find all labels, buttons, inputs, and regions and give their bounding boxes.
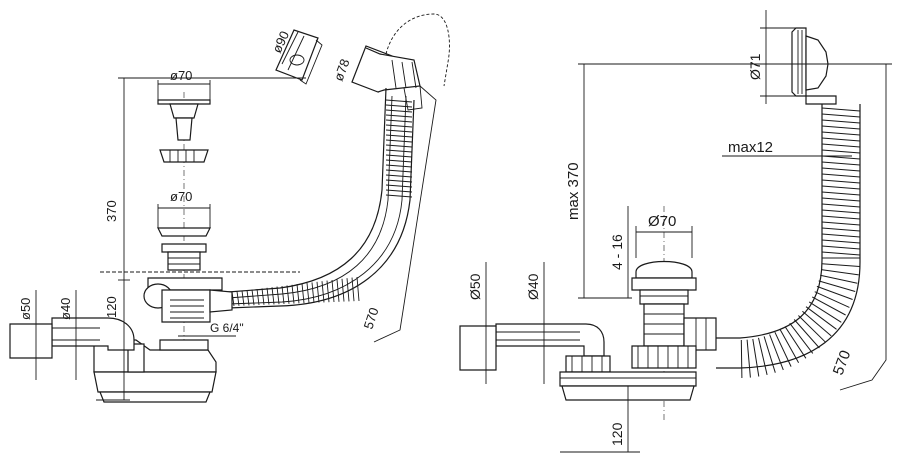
dim-max370: max 370 — [565, 162, 582, 220]
right-hose — [716, 104, 861, 379]
dim-d78: ø78 — [331, 57, 353, 83]
dim-370-left: 370 — [104, 200, 119, 222]
plug-assembled — [100, 227, 300, 273]
dim-570-left: 570 — [361, 306, 382, 331]
overflow-cap-side — [791, 27, 837, 105]
dim-d70-top: ø70 — [170, 68, 192, 83]
left-trap — [9, 277, 233, 403]
dim-d40-right: Ø40 — [525, 273, 541, 300]
dim-570-right: 570 — [830, 348, 855, 377]
dim-d70-right: Ø70 — [648, 213, 676, 230]
dim-4-16: 4 - 16 — [609, 234, 625, 270]
dim-d50-right: Ø50 — [467, 273, 483, 300]
right-plug-body — [631, 260, 717, 369]
dim-thread: G 6/4" — [210, 321, 244, 335]
right-dimensions: Ø71 max 370 max12 Ø70 4 - 16 Ø50 Ø40 570… — [467, 10, 892, 453]
dim-120-left: 120 — [104, 296, 119, 318]
overflow-cover-plate — [275, 29, 323, 85]
dim-120-right: 120 — [609, 422, 625, 446]
left-view: ø70 ø70 370 120 ø50 ø40 G 6/4" ø90 ø78 5… — [9, 13, 450, 403]
dim-max12: max12 — [728, 139, 773, 156]
left-dimensions: ø70 ø70 370 120 ø50 ø40 G 6/4" ø90 ø78 5… — [18, 29, 437, 401]
overflow-elbow — [351, 45, 423, 111]
dim-d50-left: ø50 — [18, 298, 33, 320]
dim-d40-left: ø40 — [58, 298, 73, 320]
right-trap — [459, 323, 697, 401]
right-view: Ø71 max 370 max12 Ø70 4 - 16 Ø50 Ø40 570… — [459, 10, 892, 453]
dim-d70-mid: ø70 — [170, 189, 192, 204]
bath-outline — [385, 13, 450, 87]
dim-d71: Ø71 — [747, 53, 763, 80]
plug-exploded-top — [157, 99, 211, 163]
left-hose — [227, 87, 415, 309]
